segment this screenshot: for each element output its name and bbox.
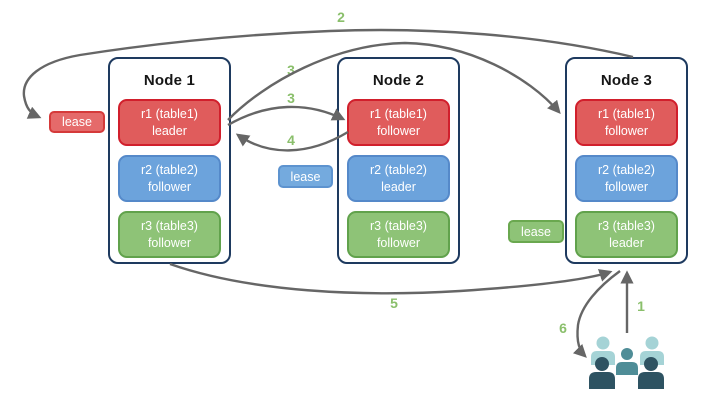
step-label-3-lower: 3 [287, 90, 295, 106]
replica-role: follower [604, 179, 649, 194]
step-label-6: 6 [559, 320, 567, 336]
node1-replica-r1: r1 (table1) leader [118, 99, 221, 146]
lease-label-green: lease [508, 220, 564, 243]
replica-label: r1 (table1) [598, 107, 655, 122]
node-2-title: Node 2 [372, 72, 425, 89]
step-label-2: 2 [337, 9, 345, 25]
replica-label: r3 (table3) [141, 219, 198, 234]
node1-replica-r2: r2 (table2) follower [118, 155, 221, 202]
node-3-box: Node 3 r1 (table1) follower r2 (table2) … [565, 57, 688, 264]
node-1-box: Node 1 r1 (table1) leader r2 (table2) fo… [108, 57, 231, 264]
node-1-title: Node 1 [143, 72, 196, 89]
arrow-step-3-to-node2 [227, 105, 346, 127]
arrow-step-5 [169, 262, 613, 295]
step-label-1: 1 [637, 298, 645, 314]
replica-role: follower [604, 123, 649, 138]
replica-role: follower [147, 179, 192, 194]
replica-role: follower [376, 123, 421, 138]
step-label-4: 4 [287, 132, 295, 148]
step-label-3-upper: 3 [287, 62, 295, 78]
node-3-title: Node 3 [600, 72, 653, 89]
node3-replica-r1: r1 (table1) follower [575, 99, 678, 146]
replica-label: r2 (table2) [370, 163, 427, 178]
arrow-step-6 [572, 270, 621, 358]
node1-replica-r3: r3 (table3) follower [118, 211, 221, 258]
node-2-box: Node 2 r1 (table1) follower r2 (table2) … [337, 57, 460, 264]
node3-replica-r2: r2 (table2) follower [575, 155, 678, 202]
lease-label-blue: lease [278, 165, 333, 188]
replica-label: r2 (table2) [141, 163, 198, 178]
replica-label: r2 (table2) [598, 163, 655, 178]
replica-role: follower [376, 235, 421, 250]
step-label-5: 5 [390, 295, 398, 311]
lease-label-red: lease [49, 111, 105, 133]
replica-label: r1 (table1) [141, 107, 198, 122]
replica-role: follower [147, 235, 192, 250]
node2-replica-r1: r1 (table1) follower [347, 99, 450, 146]
replica-role: leader [609, 235, 644, 250]
replica-label: r3 (table3) [370, 219, 427, 234]
node2-replica-r2: r2 (table2) leader [347, 155, 450, 202]
replica-role: leader [381, 179, 416, 194]
users-icon [589, 336, 664, 389]
replica-role: leader [152, 123, 187, 138]
replica-label: r1 (table1) [370, 107, 427, 122]
node3-replica-r3: r3 (table3) leader [575, 211, 678, 258]
node2-replica-r3: r3 (table3) follower [347, 211, 450, 258]
replica-label: r3 (table3) [598, 219, 655, 234]
